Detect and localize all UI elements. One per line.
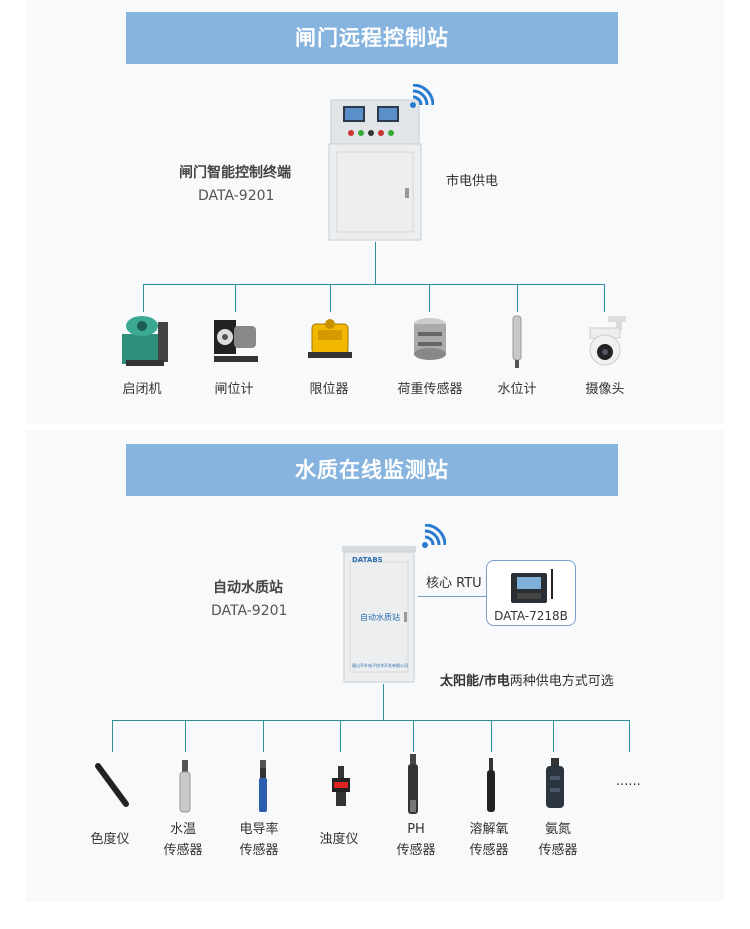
branch-line: [263, 720, 264, 752]
device-label-gate-position: 闸位计: [214, 382, 254, 397]
sensor-label-conductivity: 电导率 传感器: [214, 819, 304, 861]
sensor-label-line1: 电导率: [239, 822, 279, 837]
power-label: 市电供电: [446, 174, 499, 189]
sensor-label-colorimeter: 色度仪: [65, 829, 155, 850]
device-label-camera: 摄像头: [585, 382, 625, 397]
sensor-label-line1: PH: [407, 822, 425, 837]
device-label-water-level: 水位计: [497, 382, 537, 397]
wireless-icon: [422, 524, 446, 548]
section2-title: 水质在线监测站: [126, 444, 618, 496]
trunk-line: [383, 684, 384, 720]
sensor-label-line2: 传感器: [163, 843, 203, 858]
more-sensors-ellipsis: ......: [616, 774, 641, 789]
device-label-limiter: 限位器: [309, 382, 349, 397]
sensor-label-line1: 氨氮: [544, 822, 571, 837]
rtu-device-box: DATA-7218B: [486, 560, 576, 626]
branch-line: [629, 720, 630, 752]
branch-line: [112, 720, 113, 752]
sensor-label-dissolved-oxygen: 溶解氧 传感器: [444, 819, 534, 861]
power-options: 太阳能/市电两种供电方式可选: [440, 670, 614, 689]
cabinet-footer: 唐山平升电子技术开发有限公司: [352, 663, 408, 668]
load-sensor-icon: [414, 318, 446, 360]
bus-line: [143, 284, 605, 285]
branch-line: [517, 284, 518, 312]
sensor-label-line2: 传感器: [396, 843, 436, 858]
turbidity-meter-icon: [332, 766, 350, 806]
sensor-label-line2: 传感器: [469, 843, 509, 858]
sensor-label-line1: 水温: [169, 822, 196, 837]
branch-line: [330, 284, 331, 312]
branch-line: [340, 720, 341, 752]
camera-icon: [589, 316, 626, 366]
colorimeter-icon: [95, 763, 129, 807]
sensor-label-turbidity: 浊度仪: [294, 829, 384, 850]
water-level-meter-icon: [512, 315, 522, 368]
terminal-model: DATA-9201: [198, 188, 275, 204]
wireless-icon: [410, 84, 434, 108]
device-label-load-sensor: 荷重传感器: [397, 382, 463, 397]
trunk-line: [375, 242, 376, 284]
station-name: 自动水质站: [213, 580, 283, 596]
sensor-label-water-temperature: 水温 传感器: [138, 819, 228, 861]
cabinet-label: 自动水质站: [360, 613, 400, 622]
device-label-hoist: 启闭机: [122, 382, 162, 397]
power-options-bold: 太阳能/市电: [440, 674, 510, 689]
hoist-icon: [122, 316, 168, 366]
sensor-label-line2: 传感器: [239, 843, 279, 858]
ammonia-nitrogen-sensor-icon: [546, 758, 564, 808]
section1-title: 闸门远程控制站: [126, 12, 618, 64]
core-rtu-label: 核心 RTU: [426, 576, 482, 591]
water-quality-cabinet-icon: [342, 546, 416, 683]
rtu-model: DATA-7218B: [494, 609, 568, 623]
bus-line: [112, 720, 630, 721]
dissolved-oxygen-sensor-icon: [487, 758, 495, 812]
branch-line: [491, 720, 492, 752]
cabinet-brand: DATABS: [352, 556, 383, 564]
sensor-label-line2: 传感器: [538, 843, 578, 858]
station-model: DATA-9201: [211, 603, 288, 619]
branch-line: [553, 720, 554, 752]
rtu-connector-line: [418, 596, 486, 597]
power-options-rest: 两种供电方式可选: [509, 674, 614, 689]
gate-position-meter-icon: [214, 320, 258, 362]
branch-line: [429, 284, 430, 312]
sensor-label-line1: 溶解氧: [469, 822, 509, 837]
control-cabinet-icon: [328, 99, 422, 241]
branch-line: [604, 284, 605, 312]
terminal-name: 闸门智能控制终端: [179, 165, 291, 181]
branch-line: [235, 284, 236, 312]
water-temperature-sensor-icon: [179, 760, 191, 813]
sensor-label-ammonia-nitrogen: 氨氮 传感器: [513, 819, 603, 861]
sensor-label-line1: 浊度仪: [319, 832, 359, 847]
ph-sensor-icon: [408, 754, 418, 814]
rtu-device-icon: [511, 569, 553, 603]
branch-line: [185, 720, 186, 752]
sensor-label-ph: PH 传感器: [371, 819, 461, 861]
conductivity-sensor-icon: [259, 760, 267, 812]
branch-line: [143, 284, 144, 312]
sensor-label-line1: 色度仪: [90, 832, 130, 847]
branch-line: [413, 720, 414, 752]
limiter-icon: [308, 319, 352, 358]
